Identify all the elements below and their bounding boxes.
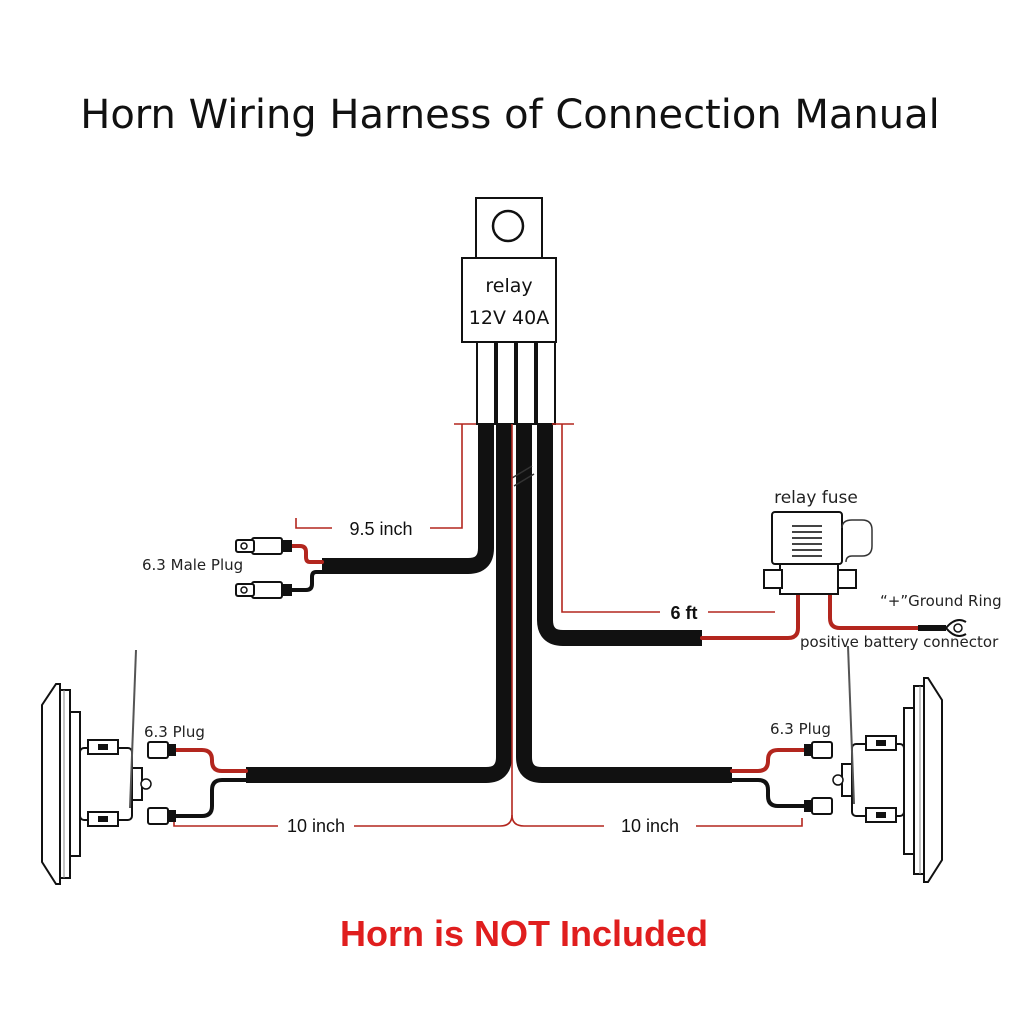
left-horn-branch bbox=[147, 741, 248, 825]
relay-rating: 12V 40A bbox=[469, 307, 549, 329]
left-plug-connector bbox=[147, 741, 176, 759]
male-plug-label: 6.3 Male Plug bbox=[142, 556, 243, 574]
relay-pin bbox=[516, 341, 536, 425]
cable-to-left-horn bbox=[246, 424, 512, 783]
relay-pin bbox=[536, 341, 556, 425]
cable-to-battery bbox=[537, 424, 702, 646]
male-plug-connector bbox=[235, 581, 292, 599]
relay-pin bbox=[476, 341, 496, 425]
dim-left-horn-length: 10 inch bbox=[287, 816, 345, 836]
dim-right-horn-length: 10 inch bbox=[621, 816, 679, 836]
right-horn-icon bbox=[832, 645, 943, 883]
right-plug-connector bbox=[804, 741, 833, 759]
fuse-holder-icon bbox=[763, 511, 873, 595]
battery-branch bbox=[700, 592, 967, 640]
relay: relay 12V 40A bbox=[461, 197, 557, 425]
left-plug-label: 6.3 Plug bbox=[144, 723, 205, 741]
right-plug-connector bbox=[804, 797, 833, 815]
left-horn-icon bbox=[41, 649, 152, 885]
harness-cables bbox=[246, 424, 732, 783]
cable-to-male-plug bbox=[322, 424, 494, 574]
relay-label: relay bbox=[485, 275, 532, 297]
cable-to-right-horn bbox=[516, 424, 732, 783]
left-plug-connector bbox=[147, 807, 176, 825]
ground-ring-icon bbox=[945, 619, 967, 637]
right-horn-branch bbox=[730, 741, 833, 815]
cable-junction-marks bbox=[511, 465, 535, 487]
notice-text: Horn is NOT Included bbox=[340, 913, 708, 954]
right-plug-label: 6.3 Plug bbox=[770, 720, 831, 738]
male-plug-connector bbox=[235, 537, 292, 555]
male-plug-branch bbox=[235, 537, 324, 599]
diagram-title: Horn Wiring Harness of Connection Manual bbox=[80, 92, 940, 138]
ground-ring-label: “+”Ground Ring bbox=[880, 592, 1002, 610]
relay-fuse-label: relay fuse bbox=[774, 488, 858, 508]
relay-pin bbox=[496, 341, 516, 425]
dimension-lines bbox=[173, 423, 803, 827]
relay-mount-hole bbox=[491, 209, 525, 243]
dim-battery-length: 6 ft bbox=[671, 603, 698, 623]
battery-connector-label: positive battery connector bbox=[800, 633, 999, 651]
dim-male-plug-length: 9.5 inch bbox=[349, 519, 412, 539]
